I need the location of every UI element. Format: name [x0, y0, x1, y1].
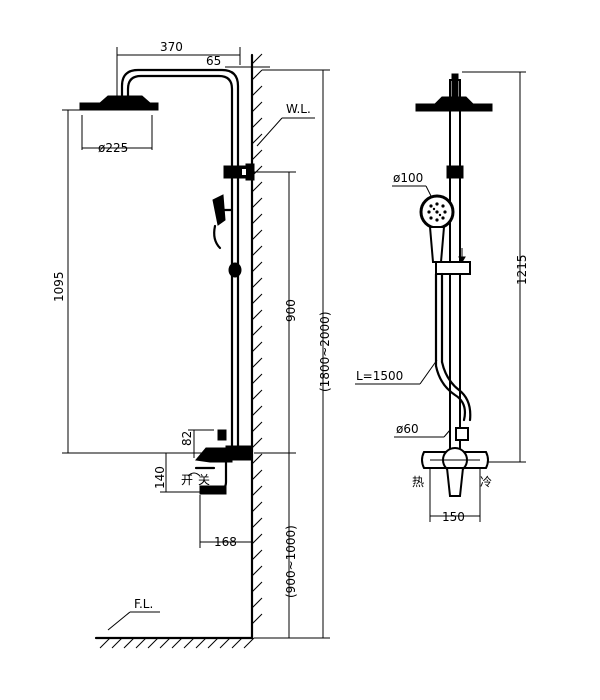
front-slider: [435, 248, 471, 275]
close-label: 关: [198, 473, 210, 487]
dim-150-label: 150: [442, 510, 465, 524]
riser-pipe: [120, 68, 240, 450]
dim-1800-label: (1800~2000): [318, 312, 332, 393]
dim-1215: 1215: [462, 71, 529, 463]
dim-900-1000-label: (900~1000): [284, 525, 298, 598]
wl-leader: W.L.: [256, 102, 315, 147]
dim-1095-label: 1095: [52, 271, 66, 302]
dim-d60: ø60: [394, 422, 469, 441]
dim-d60-label: ø60: [396, 422, 419, 436]
fl-label: F.L.: [134, 597, 153, 611]
dim-82: 82: [180, 429, 214, 458]
fl-leader: F.L.: [107, 597, 160, 631]
dim-82-label: 82: [180, 431, 194, 446]
dim-d100-label: ø100: [393, 171, 423, 185]
dim-370: 370: [116, 40, 241, 98]
front-view: L=1500 ø100 1215 ø60: [355, 71, 529, 524]
front-shower-head: [415, 73, 493, 112]
cold-label: 冷: [480, 475, 492, 489]
hand-shower-side: [212, 194, 234, 250]
mixer-side: [194, 429, 253, 495]
open-label: 开: [181, 473, 193, 487]
dim-65-label: 65: [206, 54, 221, 68]
dim-370-label: 370: [160, 40, 183, 54]
rain-shower-head: [79, 95, 159, 111]
dim-l1500: L=1500: [355, 359, 438, 385]
dim-1095: 1095: [52, 109, 225, 454]
slider-knob: [228, 262, 242, 278]
dim-900: 900: [254, 171, 298, 454]
open-close-indicator: 开 关: [181, 472, 210, 487]
front-hand-shower: [419, 194, 455, 263]
floor: [94, 636, 255, 649]
dim-d225: ø225: [81, 115, 153, 155]
wall: [250, 53, 263, 640]
dim-168: 168: [199, 495, 252, 549]
front-bracket-top: [446, 165, 464, 179]
front-mixer: [421, 447, 489, 497]
dim-140: 140: [153, 453, 200, 493]
wall-bracket-top: [223, 163, 255, 181]
shower-hose: [434, 272, 472, 422]
dim-1215-label: 1215: [515, 254, 529, 285]
dim-d225-label: ø225: [98, 141, 128, 155]
dim-168-label: 168: [214, 535, 237, 549]
dim-l1500-label: L=1500: [356, 369, 403, 383]
dim-d100: ø100: [392, 171, 433, 199]
side-view: 370 65 W.L. ø225 1095: [52, 40, 332, 649]
dim-900-1000: (900~1000): [254, 453, 298, 639]
dim-65: 65: [206, 54, 270, 68]
dim-150: 150: [429, 468, 481, 524]
hot-label: 热: [412, 475, 424, 489]
wl-label: W.L.: [286, 102, 311, 116]
dim-140-label: 140: [153, 466, 167, 489]
dim-900-label: 900: [284, 299, 298, 322]
